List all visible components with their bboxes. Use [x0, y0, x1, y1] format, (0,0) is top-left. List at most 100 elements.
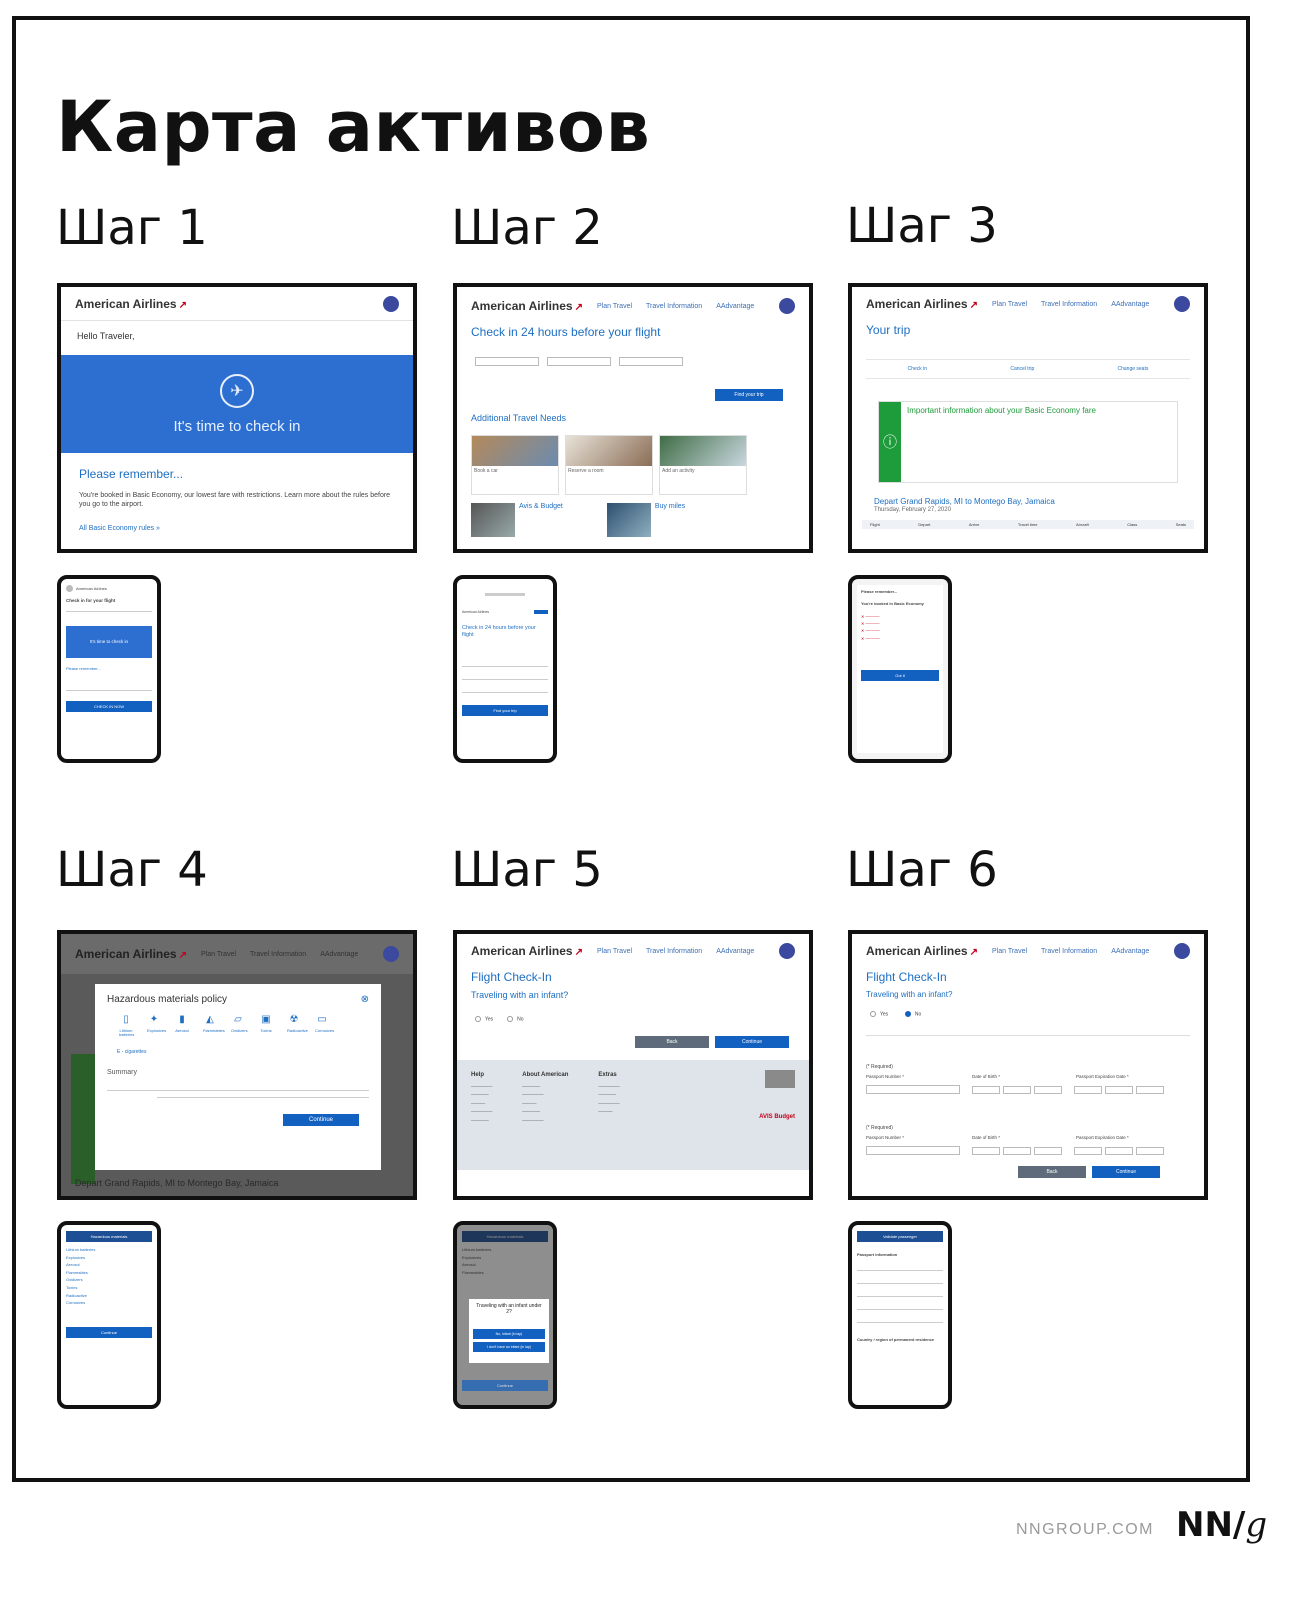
continue-button[interactable]: Continue — [283, 1114, 359, 1126]
your-trip-heading: Your trip — [866, 323, 911, 337]
nav-plan-travel[interactable]: Plan Travel — [992, 300, 1028, 308]
modal-title: Hazardous materials policy — [107, 994, 228, 1005]
nav-plan-travel[interactable]: Plan Travel — [597, 947, 633, 955]
checkin-heading: Check in 24 hours before your flight — [471, 325, 661, 339]
close-icon[interactable]: ⊗ — [360, 994, 369, 1005]
aerosol-icon: ▮Aerosol — [175, 1014, 189, 1033]
oxidizers-icon: ▱Oxidizers — [231, 1014, 248, 1033]
phone-infant-yes[interactable]: No, infant (in lap) — [473, 1329, 545, 1339]
back-button[interactable]: Back — [1018, 1166, 1086, 1179]
yes-radio[interactable] — [870, 1011, 876, 1017]
required-note-2: (* Required) — [866, 1125, 893, 1132]
cancel-trip-action[interactable]: Cancel trip — [1010, 366, 1035, 372]
phone-validate-head: Validate passenger — [857, 1231, 943, 1242]
phone-banner: It's time to check in — [66, 625, 152, 658]
globe-icon — [383, 295, 399, 312]
main-frame — [12, 16, 1250, 1482]
greeting: Hello Traveler, — [77, 331, 135, 341]
phone-basic-economy: You're booked in Basic Economy — [861, 601, 924, 606]
phone-check-head: Check in for your flight — [66, 598, 116, 603]
battery-icon: ▯Lithium batteries — [119, 1014, 135, 1037]
nav-aadvantage[interactable]: AAdvantage — [1111, 947, 1150, 955]
card-activity[interactable]: Add an activity — [659, 435, 747, 495]
site-footer: Help────────────────────────── About Ame… — [457, 1060, 809, 1171]
depart-date: Thursday, February 27, 2020 — [874, 507, 951, 513]
step-6-desktop-screenshot: American Airlines Plan Travel Travel Infor… — [848, 930, 1208, 1200]
brand-logo: American Airlines — [471, 299, 583, 313]
page-title: Карта активов — [56, 86, 651, 168]
continue-button[interactable]: Continue — [715, 1036, 789, 1049]
yes-radio[interactable] — [475, 1016, 481, 1022]
phone-continue-button[interactable]: Continue — [462, 1380, 548, 1391]
globe-icon — [1174, 943, 1190, 959]
step-6-label: Шаг 6 — [846, 842, 998, 898]
phone-checkin-button[interactable]: CHECK IN NOW — [66, 700, 152, 712]
step-2-label: Шаг 2 — [451, 200, 603, 256]
buy-miles-link[interactable]: Buy miles — [654, 503, 686, 510]
phone-passport-section: Passport information — [857, 1252, 898, 1257]
back-button[interactable]: Back — [635, 1036, 709, 1049]
corrosives-icon: ▭Corrosives — [315, 1014, 335, 1033]
plane-icon: ✈ — [220, 373, 254, 408]
step-1-label: Шаг 1 — [56, 200, 208, 256]
flammables-icon: ◭Flammables — [203, 1014, 225, 1033]
passport-input-2[interactable] — [866, 1146, 960, 1156]
card-car[interactable]: Book a car — [471, 435, 559, 495]
phone-brand: American Airlines — [76, 585, 107, 591]
nng-logo: NN/g — [1176, 1505, 1268, 1545]
nav-travel-info[interactable]: Travel Information — [646, 947, 703, 955]
card-room[interactable]: Reserve a room — [565, 435, 653, 495]
phone-find-button[interactable]: Find your trip — [462, 705, 548, 717]
phone-got-it-button[interactable]: Got it — [861, 669, 939, 681]
nav-travel-info[interactable]: Travel Information — [1041, 947, 1098, 955]
globe-icon — [779, 298, 795, 314]
infant-question: Traveling with an infant? — [471, 990, 569, 1000]
nav-plan-travel[interactable]: Plan Travel — [597, 302, 633, 310]
step-5-phone-screenshot: Hazardous materials Lithium batteriesExp… — [453, 1221, 557, 1409]
brand-logo: American Airlines — [866, 297, 978, 311]
basic-economy-link[interactable]: All Basic Economy rules » — [79, 525, 160, 533]
remember-body: You're booked in Basic Economy, our lowe… — [79, 492, 391, 509]
avis-budget-link[interactable]: Avis & Budget — [519, 503, 563, 510]
step-6-phone-screenshot: Validate passenger Passport information … — [848, 1221, 952, 1409]
phone-checkin-heading: Check in 24 hours before your flight — [462, 625, 536, 638]
step-2-phone-screenshot: American Airlines Check in 24 hours befo… — [453, 575, 557, 763]
phone-continue-button[interactable]: Continue — [66, 1326, 152, 1338]
checkin-banner: ✈ It's time to check in — [61, 355, 413, 453]
change-seats-action[interactable]: Change seats — [1117, 366, 1149, 372]
hazmat-modal: Hazardous materials policy ⊗ ▯Lithium bat… — [95, 984, 381, 1170]
phone-remember: Please remember... — [66, 665, 101, 671]
find-trip-button[interactable]: Find your trip — [715, 389, 783, 401]
phone-infant-none[interactable]: I don't have an infant (in lap) — [473, 1342, 545, 1352]
nav-plan-travel[interactable]: Plan Travel — [992, 947, 1028, 955]
summary-label: Summary — [107, 1069, 137, 1076]
phone-remember: Please remember... — [861, 589, 898, 594]
nav-aadvantage[interactable]: AAdvantage — [1111, 300, 1150, 308]
nav-travel-info[interactable]: Travel Information — [646, 302, 703, 310]
nav-aadvantage[interactable]: AAdvantage — [716, 947, 755, 955]
step-4-label: Шаг 4 — [56, 842, 208, 898]
passport-input-1[interactable] — [866, 1085, 960, 1095]
step-3-label: Шаг 3 — [846, 198, 998, 254]
phone-brand: American Airlines — [462, 610, 490, 614]
globe-icon — [1174, 296, 1190, 312]
phone-hazmat-head: Hazardous materials — [66, 1231, 152, 1242]
no-radio[interactable] — [507, 1016, 514, 1022]
continue-button[interactable]: Continue — [1092, 1166, 1160, 1179]
checkin-heading: Flight Check-In — [471, 970, 552, 984]
phone-country-label: Country / region of permanent residence — [857, 1337, 935, 1342]
remember-heading: Please remember... — [79, 467, 184, 481]
nav-travel-info[interactable]: Travel Information — [1041, 300, 1098, 308]
radioactive-icon: ☢Radioactive — [287, 1014, 308, 1033]
check-in-action[interactable]: Check in — [907, 366, 928, 372]
step-5-label: Шаг 5 — [451, 842, 603, 898]
brand-logo: American Airlines — [866, 944, 978, 958]
infant-question: Traveling with an infant? — [866, 990, 953, 999]
site-url: NNGROUP.COM — [1016, 1521, 1154, 1538]
no-radio[interactable] — [904, 1011, 911, 1017]
step-2-desktop-screenshot: American Airlines Plan Travel Travel Infor… — [453, 283, 813, 553]
nav-aadvantage[interactable]: AAdvantage — [716, 302, 755, 310]
